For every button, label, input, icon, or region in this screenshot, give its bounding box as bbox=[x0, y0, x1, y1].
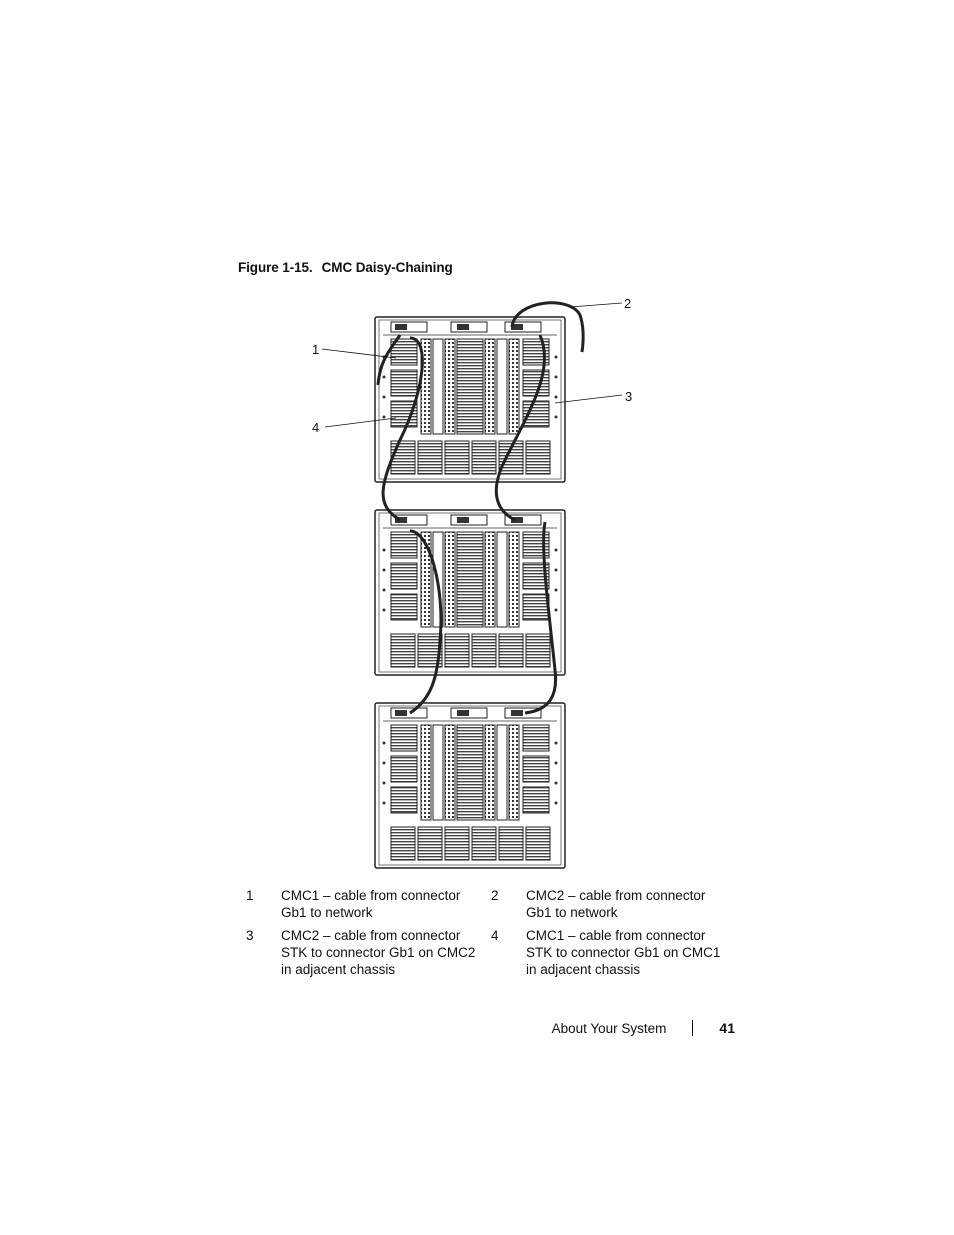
cable-cmc1-stk-chain-1 bbox=[381, 336, 424, 522]
cable-cmc2-stk-chain-1 bbox=[494, 334, 546, 522]
legend-text: CMC2 – cable from connector Gb1 to netwo… bbox=[526, 888, 706, 920]
page-number: 41 bbox=[719, 1020, 735, 1036]
figure-title: CMC Daisy-Chaining bbox=[321, 260, 453, 275]
chassis-middle bbox=[374, 509, 566, 676]
legend-item: 4 CMC1 – cable from connector STK to con… bbox=[491, 927, 736, 978]
cable-cmc2-stk-chain-2 bbox=[524, 521, 558, 715]
page-footer: About Your System 41 bbox=[552, 1020, 735, 1036]
legend-row: 3 CMC2 – cable from connector STK to con… bbox=[246, 927, 736, 978]
footer-section-title: About Your System bbox=[551, 1020, 667, 1036]
legend-row: 1 CMC1 – cable from connector Gb1 to net… bbox=[246, 887, 736, 921]
legend-item: 1 CMC1 – cable from connector Gb1 to net… bbox=[246, 887, 491, 921]
figure-number: Figure 1-15. bbox=[238, 260, 313, 275]
callout-1: 1 bbox=[312, 342, 319, 357]
callout-3: 3 bbox=[625, 389, 632, 404]
legend-text: CMC2 – cable from connector STK to conne… bbox=[281, 928, 476, 977]
legend-text: CMC1 – cable from connector Gb1 to netwo… bbox=[281, 888, 461, 920]
legend-item: 2 CMC2 – cable from connector Gb1 to net… bbox=[491, 887, 736, 921]
cable-cmc1-gb1-network bbox=[376, 334, 402, 386]
legend-text: CMC1 – cable from connector STK to conne… bbox=[526, 928, 721, 977]
cmc-daisy-chain-illustration: 1 2 3 4 bbox=[312, 296, 632, 869]
figure-legend: 1 CMC1 – cable from connector Gb1 to net… bbox=[246, 887, 736, 984]
figure-caption: Figure 1-15. CMC Daisy-Chaining bbox=[238, 260, 453, 275]
footer-separator bbox=[692, 1020, 694, 1036]
legend-number: 2 bbox=[491, 888, 499, 903]
cable-cmc2-gb1-network bbox=[510, 301, 585, 353]
callout-4: 4 bbox=[312, 420, 319, 435]
cable-cmc1-stk-chain-2 bbox=[409, 529, 443, 715]
chassis-top bbox=[374, 316, 566, 483]
legend-item: 3 CMC2 – cable from connector STK to con… bbox=[246, 927, 491, 978]
legend-number: 3 bbox=[246, 928, 254, 943]
callout-2: 2 bbox=[624, 296, 631, 311]
legend-number: 4 bbox=[491, 928, 499, 943]
chassis-bottom bbox=[374, 702, 566, 869]
legend-number: 1 bbox=[246, 888, 254, 903]
